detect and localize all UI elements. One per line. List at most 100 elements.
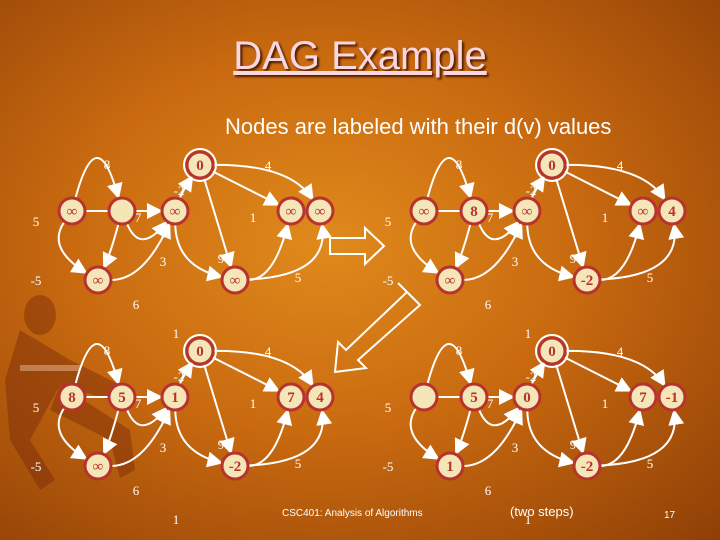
node-a	[409, 382, 439, 412]
node-value-d: 1	[446, 459, 454, 475]
edge-weight-s-g: 1	[250, 396, 257, 411]
node-value-a: ∞	[67, 204, 78, 220]
edge-weight-a-c: 7	[135, 396, 142, 411]
node-e: ∞	[220, 265, 250, 295]
edge-a-d	[409, 221, 440, 274]
node-value-c: ∞	[170, 204, 181, 220]
node-d: ∞	[435, 265, 465, 295]
edge-weight-c-s: -2	[526, 183, 537, 198]
node-g: 7	[276, 382, 306, 412]
edge-e-g	[599, 408, 645, 467]
edge-weight-b-d: 6	[485, 297, 492, 312]
node-c: ∞	[512, 196, 542, 226]
edge-s-g	[563, 355, 633, 392]
edge-weight-c-e: 3	[512, 254, 519, 269]
edge-weight-s-f: 4	[617, 344, 624, 359]
node-value-f: -1	[666, 390, 679, 406]
edge-s-f	[564, 349, 666, 387]
edge-weight-e-f: 5	[647, 456, 654, 471]
node-g: ∞	[276, 196, 306, 226]
edge-b-c	[125, 406, 168, 427]
edge-a-d	[57, 221, 88, 274]
edge-weight-a-c: 7	[135, 210, 142, 225]
edge-b-d	[102, 223, 120, 270]
node-d: ∞	[83, 451, 113, 481]
edge-weight-b-c: 5	[33, 214, 40, 229]
edge-s-e	[202, 363, 235, 455]
edge-a-b	[426, 343, 475, 386]
edge-c-e	[526, 409, 576, 468]
edge-b-c	[477, 406, 520, 427]
arrow-down-left	[333, 282, 422, 374]
edge-s-g	[211, 355, 281, 392]
panel-3: 87-556-2312419548510∞-274	[31, 334, 335, 527]
footer-course: CSC401: Analysis of Algorithms	[282, 508, 423, 519]
node-e: -2	[220, 451, 250, 481]
edge-weight-d-c: 1	[173, 326, 180, 341]
panel-2: 87-556-231241954∞8∞0∞-2∞4	[383, 148, 687, 341]
edge-b-c	[477, 220, 520, 241]
edge-weight-e-g: 9	[570, 437, 577, 452]
slide-subtitle: Nodes are labeled with their d(v) values	[225, 114, 612, 139]
panel-4: 87-556-2312419545001-27-1	[383, 334, 687, 527]
node-c: ∞	[160, 196, 190, 226]
node-f: ∞	[305, 196, 335, 226]
node-s: 0	[535, 148, 569, 182]
edge-a-b	[426, 157, 475, 200]
edge-weight-e-f: 5	[295, 270, 302, 285]
node-value-s: 0	[548, 158, 556, 174]
slide-title: DAG Example	[233, 34, 487, 78]
edge-weight-a-d: -5	[31, 273, 42, 288]
node-value-f: ∞	[315, 204, 326, 220]
node-e: -2	[572, 265, 602, 295]
node-value-c: ∞	[522, 204, 533, 220]
node-s: 0	[535, 334, 569, 368]
node-value-f: 4	[668, 204, 676, 220]
node-value-g: 7	[639, 390, 647, 406]
node-value-e: -2	[581, 459, 594, 475]
edge-weight-b-d: 6	[133, 297, 140, 312]
edge-a-d	[409, 407, 440, 460]
edge-weight-a-b: 8	[456, 343, 463, 358]
node-value-c: 1	[171, 390, 179, 406]
page-number: 17	[664, 510, 676, 521]
node-d: 1	[435, 451, 465, 481]
edge-weight-c-s: -2	[174, 183, 185, 198]
edge-weight-d-c: 1	[525, 512, 532, 527]
node-e: -2	[572, 451, 602, 481]
node-value-a: 8	[68, 390, 76, 406]
edge-weight-b-d: 6	[485, 483, 492, 498]
node-value-e: -2	[581, 273, 594, 289]
edge-e-g	[247, 222, 293, 281]
edge-weight-s-f: 4	[617, 158, 624, 173]
edge-s-e	[554, 363, 587, 455]
node-g: ∞	[628, 196, 658, 226]
node-b: 5	[459, 382, 489, 412]
node-value-g: 7	[287, 390, 295, 406]
edge-a-b	[74, 343, 123, 386]
edge-weight-s-g: 1	[602, 396, 609, 411]
edge-c-e	[174, 223, 224, 282]
edge-weight-e-f: 5	[295, 456, 302, 471]
edge-weight-c-s: -2	[174, 369, 185, 384]
edge-e-f	[599, 222, 685, 281]
node-a: 8	[57, 382, 87, 412]
edge-weight-a-c: 7	[487, 210, 494, 225]
node-b: 5	[107, 382, 137, 412]
edge-e-g	[247, 408, 293, 467]
edge-weight-s-g: 1	[250, 210, 257, 225]
edge-weight-c-e: 3	[160, 440, 167, 455]
node-value-s: 0	[196, 158, 204, 174]
edge-e-f	[247, 408, 333, 467]
edge-s-f	[564, 163, 666, 201]
node-value-b: 5	[118, 390, 126, 406]
edge-b-d	[102, 409, 120, 456]
edge-weight-d-c: 1	[173, 512, 180, 527]
panel-1: 87-556-231241954∞∞0∞∞∞∞	[31, 148, 335, 341]
edge-d-c	[462, 407, 523, 467]
node-g: 7	[628, 382, 658, 412]
edge-s-g	[563, 169, 633, 206]
edge-weight-c-s: -2	[526, 369, 537, 384]
